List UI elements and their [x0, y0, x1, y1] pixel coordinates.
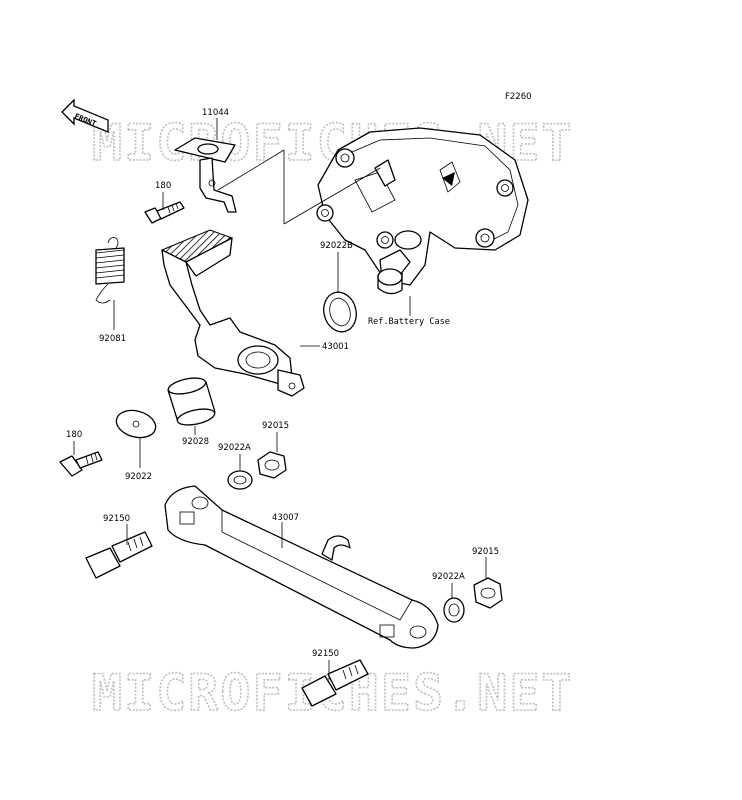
label-92081: 92081 [99, 334, 126, 344]
label-92022a-bottom: 92022A [432, 572, 465, 582]
label-92150-left: 92150 [103, 514, 130, 524]
nut-92015-top [257, 451, 287, 479]
label-92015-bottom: 92015 [472, 547, 499, 557]
label-92150-bottom: 92150 [312, 649, 339, 659]
nut-92015-bottom [473, 577, 503, 609]
bolt-92150-left [85, 531, 153, 579]
bolt-92150-bottom [301, 659, 369, 707]
lockwasher-92022a-top [227, 470, 253, 490]
bolt-180-mid [59, 451, 103, 477]
bracket-11044 [174, 137, 237, 213]
label-43007: 43007 [272, 513, 299, 523]
label-92022a-top: 92022A [218, 443, 251, 453]
washer-92022b [323, 291, 357, 333]
label-11044: 11044 [202, 108, 229, 118]
label-180-top: 180 [155, 181, 171, 191]
frame-bracket [316, 127, 529, 295]
label-92022: 92022 [125, 472, 152, 482]
bushing-92028 [167, 377, 216, 426]
reference-label: Ref.Battery Case [368, 317, 450, 327]
leader-lines [73, 118, 487, 680]
brake-pedal-43001 [160, 229, 305, 397]
lockwasher-92022a-bottom [443, 597, 465, 623]
label-92022b: 92022B [320, 241, 353, 251]
brake-rod-43007 [164, 485, 439, 649]
label-92028: 92028 [182, 437, 209, 447]
washer-92022 [115, 409, 157, 439]
label-92015-top: 92015 [262, 421, 289, 431]
spring-92081 [95, 237, 125, 304]
bolt-180-top [144, 201, 185, 224]
label-180-mid: 180 [66, 430, 82, 440]
diagram-code: F2260 [505, 92, 532, 102]
label-43001: 43001 [322, 342, 349, 352]
